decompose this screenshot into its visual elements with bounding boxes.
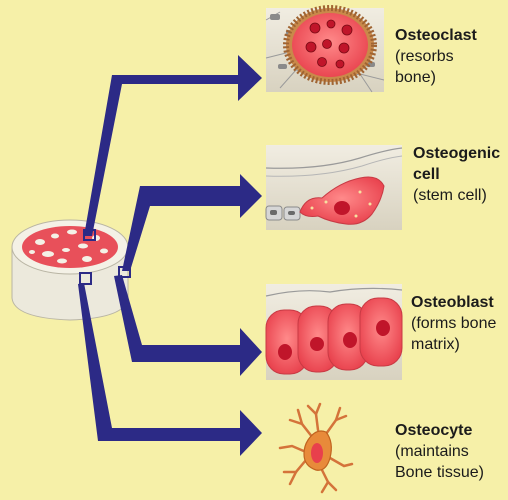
arrow-osteoblast-icon xyxy=(114,275,262,376)
osteogenic-label: Osteogenic cell (stem cell) xyxy=(413,143,508,206)
osteocyte-name: Osteocyte xyxy=(395,422,473,439)
osteoclast-label: Osteoclast (resorbs bone) xyxy=(395,25,505,88)
bone-section-icon xyxy=(11,219,131,321)
osteogenic-name-line2: cell xyxy=(413,166,440,183)
osteoclast-icon xyxy=(265,5,385,93)
arrow-osteoclast-icon xyxy=(84,55,262,236)
arrows xyxy=(78,55,262,456)
osteocyte-icon xyxy=(278,402,354,494)
osteocyte-desc-line1: (maintains xyxy=(395,443,469,460)
osteoblast-icon xyxy=(265,284,403,380)
osteoblast-desc-line2: matrix) xyxy=(411,336,460,353)
osteoclast-name: Osteoclast xyxy=(395,27,477,44)
arrow-osteogenic-icon xyxy=(122,174,262,271)
osteoblast-label: Osteoblast (forms bone matrix) xyxy=(411,292,508,355)
osteocyte-desc-line2: Bone tissue) xyxy=(395,464,484,481)
osteogenic-cell-icon xyxy=(265,145,403,230)
osteoblast-name: Osteoblast xyxy=(411,294,494,311)
osteoclast-desc-line2: bone) xyxy=(395,69,436,86)
osteocyte-label: Osteocyte (maintains Bone tissue) xyxy=(395,420,505,483)
osteogenic-name: Osteogenic xyxy=(413,145,501,162)
arrow-osteocyte-icon xyxy=(78,283,262,456)
osteogenic-desc: (stem cell) xyxy=(413,187,487,204)
osteoblast-desc-line1: (forms bone xyxy=(411,315,497,332)
osteoclast-desc-line1: (resorbs xyxy=(395,48,454,65)
